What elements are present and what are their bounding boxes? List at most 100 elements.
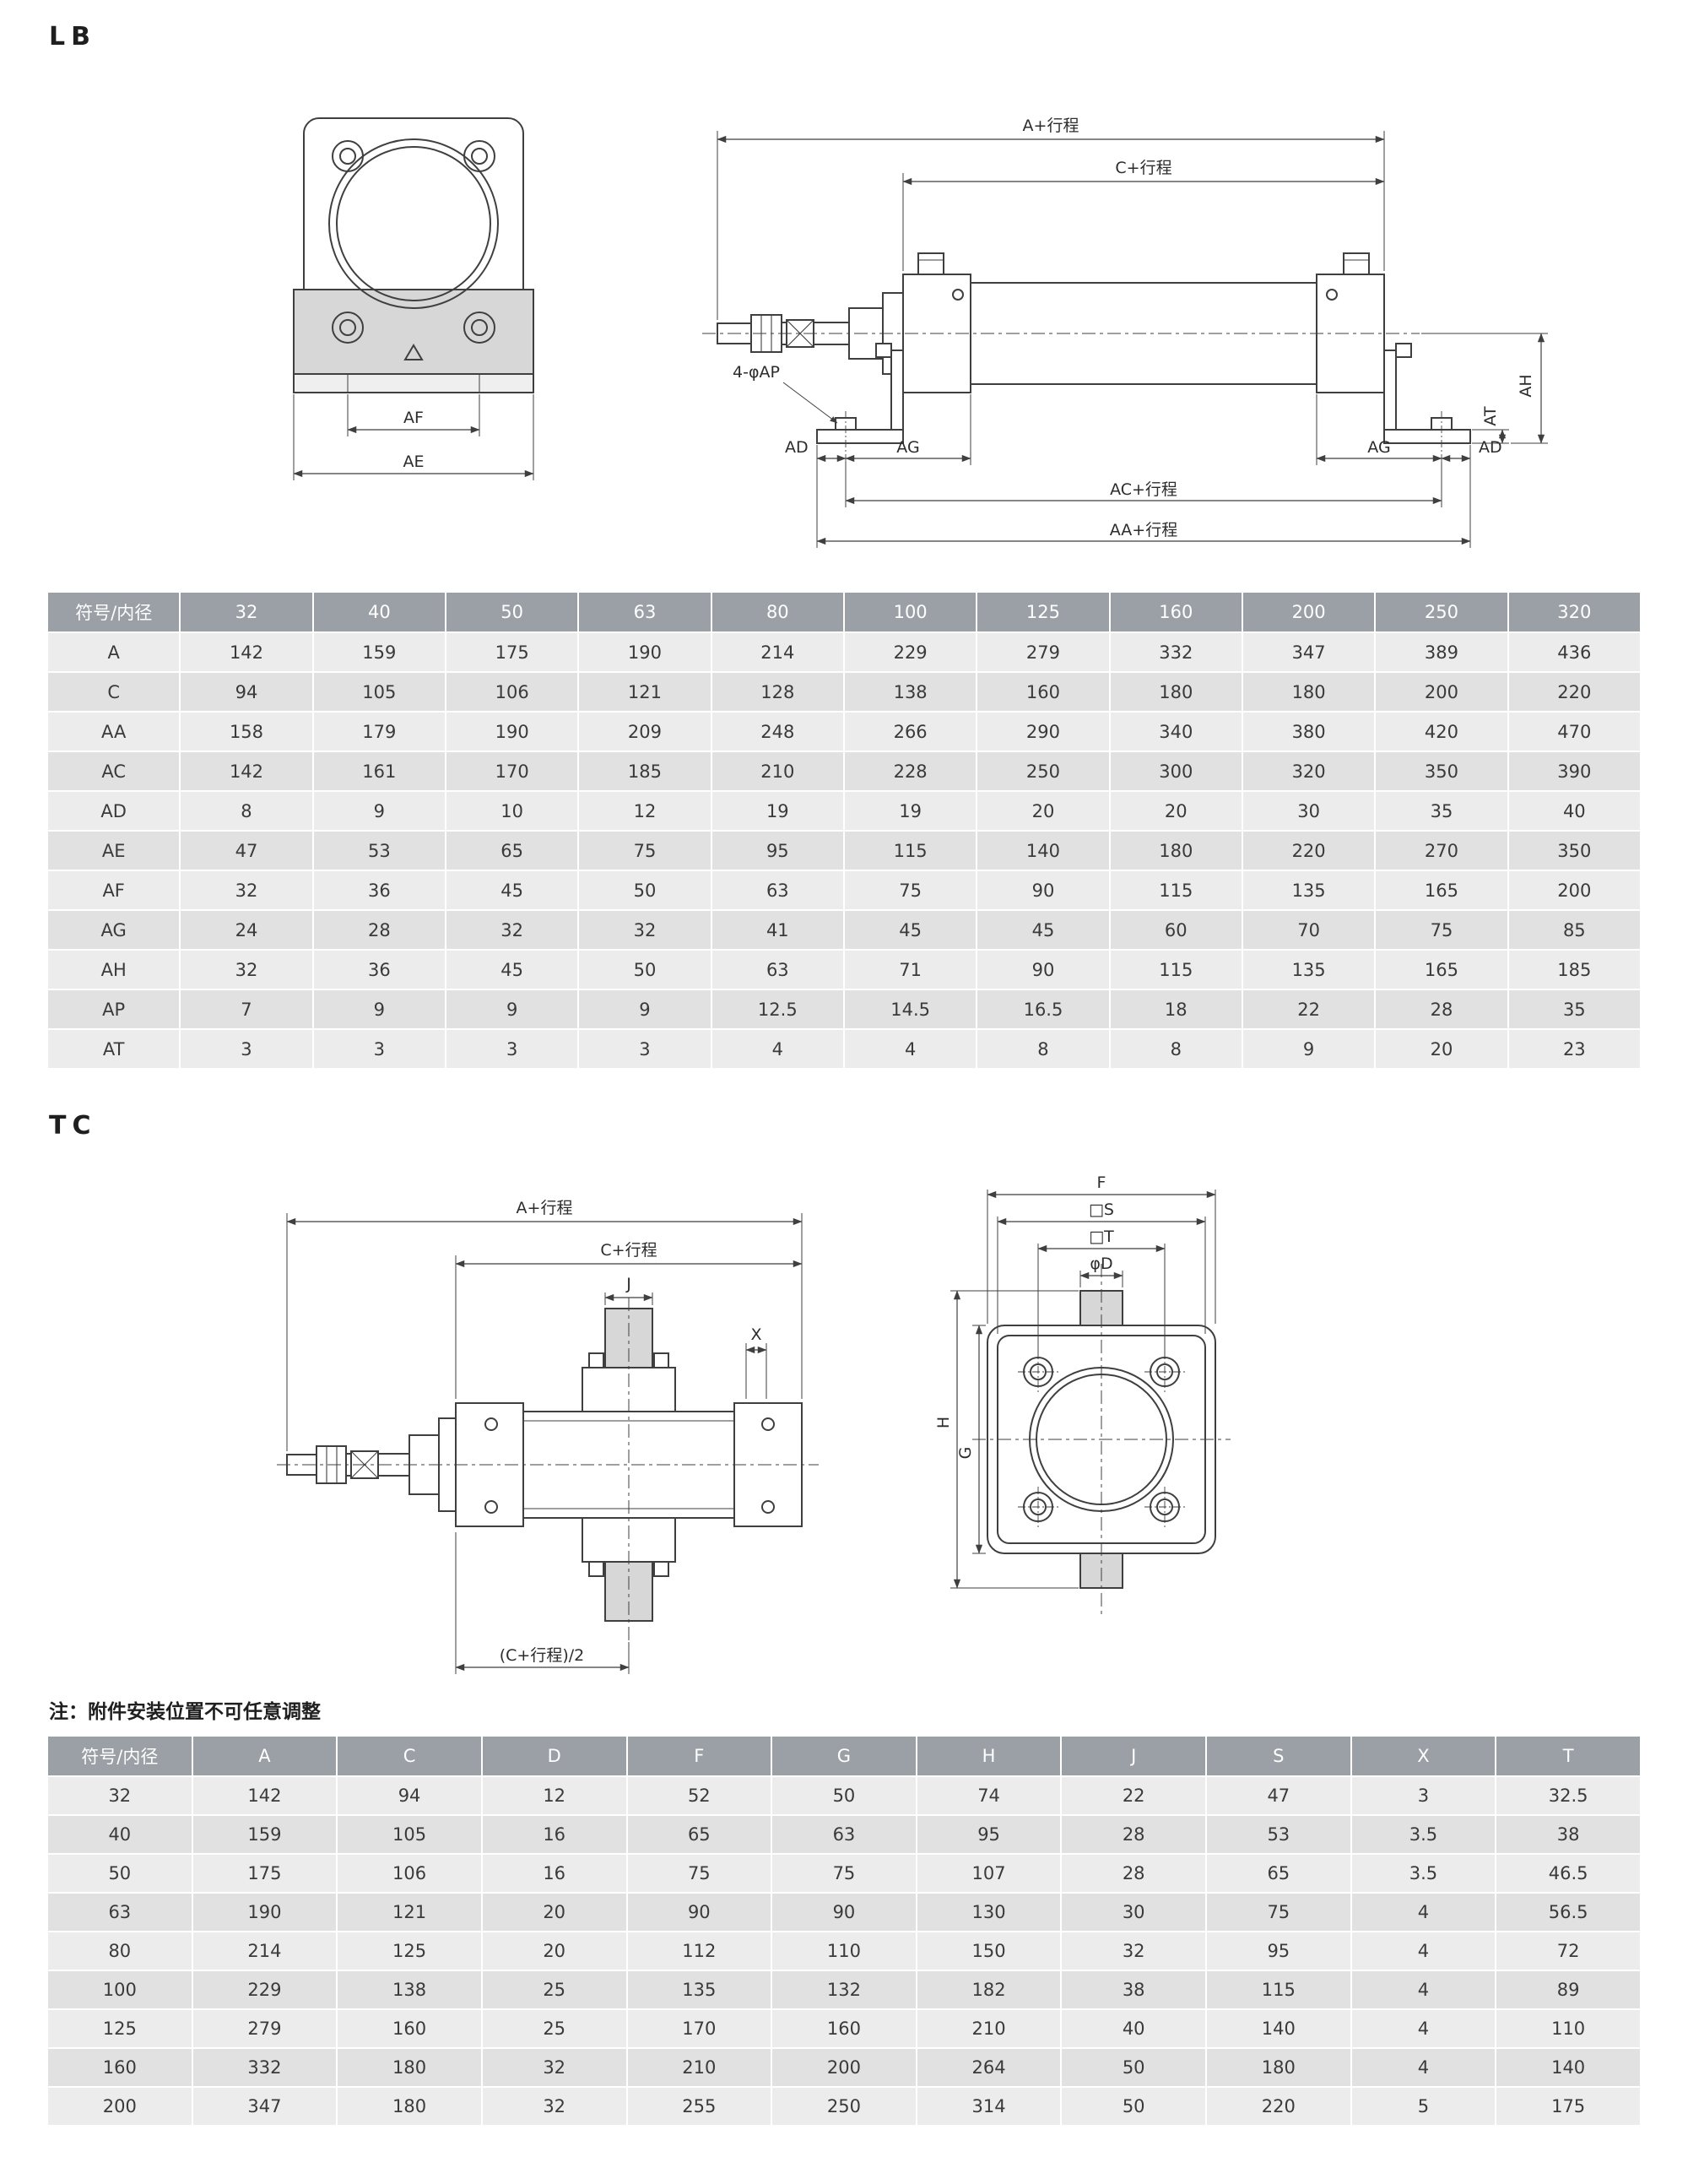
bolt-hole — [463, 140, 495, 172]
value-cell: 420 — [1374, 711, 1509, 752]
value-cell: 60 — [1108, 909, 1243, 951]
value-cell: 158 — [179, 711, 314, 752]
table-header-cell: 32 — [179, 591, 314, 633]
trunnion-bolt — [588, 1561, 604, 1577]
value-cell: 36 — [311, 870, 446, 911]
bolt-hole — [332, 140, 364, 172]
value-cell: 50 — [1060, 2047, 1207, 2088]
value-cell: 20 — [480, 1931, 628, 1971]
value-cell: 200 — [1507, 870, 1642, 911]
dim-t-label: □T — [1089, 1227, 1114, 1246]
cover-bolt — [761, 1417, 775, 1431]
value-cell: 36 — [311, 949, 446, 990]
foot-nut — [875, 343, 892, 358]
value-cell: 142 — [179, 631, 314, 673]
value-cell: 23 — [1507, 1028, 1642, 1070]
value-cell: 185 — [1507, 949, 1642, 990]
foot-nut — [1395, 343, 1412, 358]
bolt-hole — [463, 312, 495, 344]
value-cell: 28 — [311, 909, 446, 951]
value-cell: 30 — [1060, 1892, 1207, 1932]
value-cell: 182 — [915, 1970, 1063, 2010]
value-cell: 390 — [1507, 751, 1642, 792]
value-cell: 130 — [915, 1892, 1063, 1932]
value-cell: 160 — [976, 671, 1111, 713]
value-cell: 470 — [1507, 711, 1642, 752]
value-cell: 71 — [842, 949, 978, 990]
value-cell: 72 — [1495, 1931, 1642, 1971]
dim-half-c-label: (C+行程)/2 — [500, 1646, 585, 1665]
value-cell: 38 — [1060, 1970, 1207, 2010]
value-cell: 28 — [1060, 1853, 1207, 1894]
table-header-cell: G — [771, 1735, 917, 1777]
value-cell: 110 — [1495, 2008, 1642, 2049]
table-header-cell: X — [1350, 1735, 1497, 1777]
value-cell: 40 — [1507, 790, 1642, 832]
value-cell: 229 — [842, 631, 978, 673]
value-cell: 3.5 — [1350, 1853, 1497, 1894]
value-cell: 52 — [625, 1775, 773, 1816]
value-cell: 229 — [191, 1970, 338, 2010]
value-cell: 35 — [1374, 790, 1509, 832]
row-label-cell: A — [46, 631, 181, 673]
value-cell: 3 — [444, 1028, 580, 1070]
cover-bolt — [761, 1500, 775, 1514]
dim-c-stroke-label: C+行程 — [1115, 159, 1171, 177]
value-cell: 65 — [444, 830, 580, 871]
foot-hole-callout: 4-φAP — [733, 363, 780, 382]
value-cell: 180 — [1241, 671, 1377, 713]
value-cell: 112 — [625, 1931, 773, 1971]
value-cell: 50 — [577, 949, 712, 990]
dim-ae-label: AE — [403, 453, 424, 471]
value-cell: 32 — [1060, 1931, 1207, 1971]
value-cell: 16 — [480, 1853, 628, 1894]
lb-side-view-drawing: A+行程 C+行程 4-φAP AD AG AG AD — [702, 117, 1548, 548]
foot-bracket-front — [293, 289, 534, 375]
value-cell: 150 — [915, 1931, 1063, 1971]
dim-d-label: φD — [1090, 1255, 1112, 1273]
value-cell: 19 — [842, 790, 978, 832]
dim-ah-label: AH — [1517, 374, 1535, 397]
value-cell: 290 — [976, 711, 1111, 752]
value-cell: 50 — [1060, 2086, 1207, 2127]
value-cell: 350 — [1507, 830, 1642, 871]
dim-ad-right-label: AD — [1479, 438, 1502, 457]
value-cell: 138 — [842, 671, 978, 713]
value-cell: 3 — [577, 1028, 712, 1070]
mounting-note: 注：附件安装位置不可任意调整 — [49, 1701, 321, 1723]
cover-bolt — [484, 1500, 498, 1514]
value-cell: 140 — [1495, 2047, 1642, 2088]
value-cell: 190 — [577, 631, 712, 673]
cushion-screw — [1326, 289, 1338, 301]
value-cell: 32 — [179, 949, 314, 990]
value-cell: 4 — [1350, 1970, 1497, 2010]
value-cell: 95 — [915, 1814, 1063, 1855]
value-cell: 35 — [1507, 989, 1642, 1030]
value-cell: 50 — [577, 870, 712, 911]
value-cell: 45 — [976, 909, 1111, 951]
bolt-hole — [332, 312, 364, 344]
value-cell: 179 — [311, 711, 446, 752]
value-cell: 18 — [1108, 989, 1243, 1030]
value-cell: 22 — [1241, 989, 1377, 1030]
table-header-cell: D — [480, 1735, 628, 1777]
dim-a-stroke-label: A+行程 — [1023, 117, 1079, 135]
value-cell: 41 — [710, 909, 845, 951]
tie-rod-nut — [1343, 252, 1370, 275]
value-cell: 75 — [1205, 1892, 1352, 1932]
value-cell: 185 — [577, 751, 712, 792]
value-cell: 32 — [577, 909, 712, 951]
row-label-cell: AD — [46, 790, 181, 832]
value-cell: 24 — [179, 909, 314, 951]
table-header-cell: T — [1495, 1735, 1642, 1777]
value-cell: 65 — [625, 1814, 773, 1855]
value-cell: 161 — [311, 751, 446, 792]
